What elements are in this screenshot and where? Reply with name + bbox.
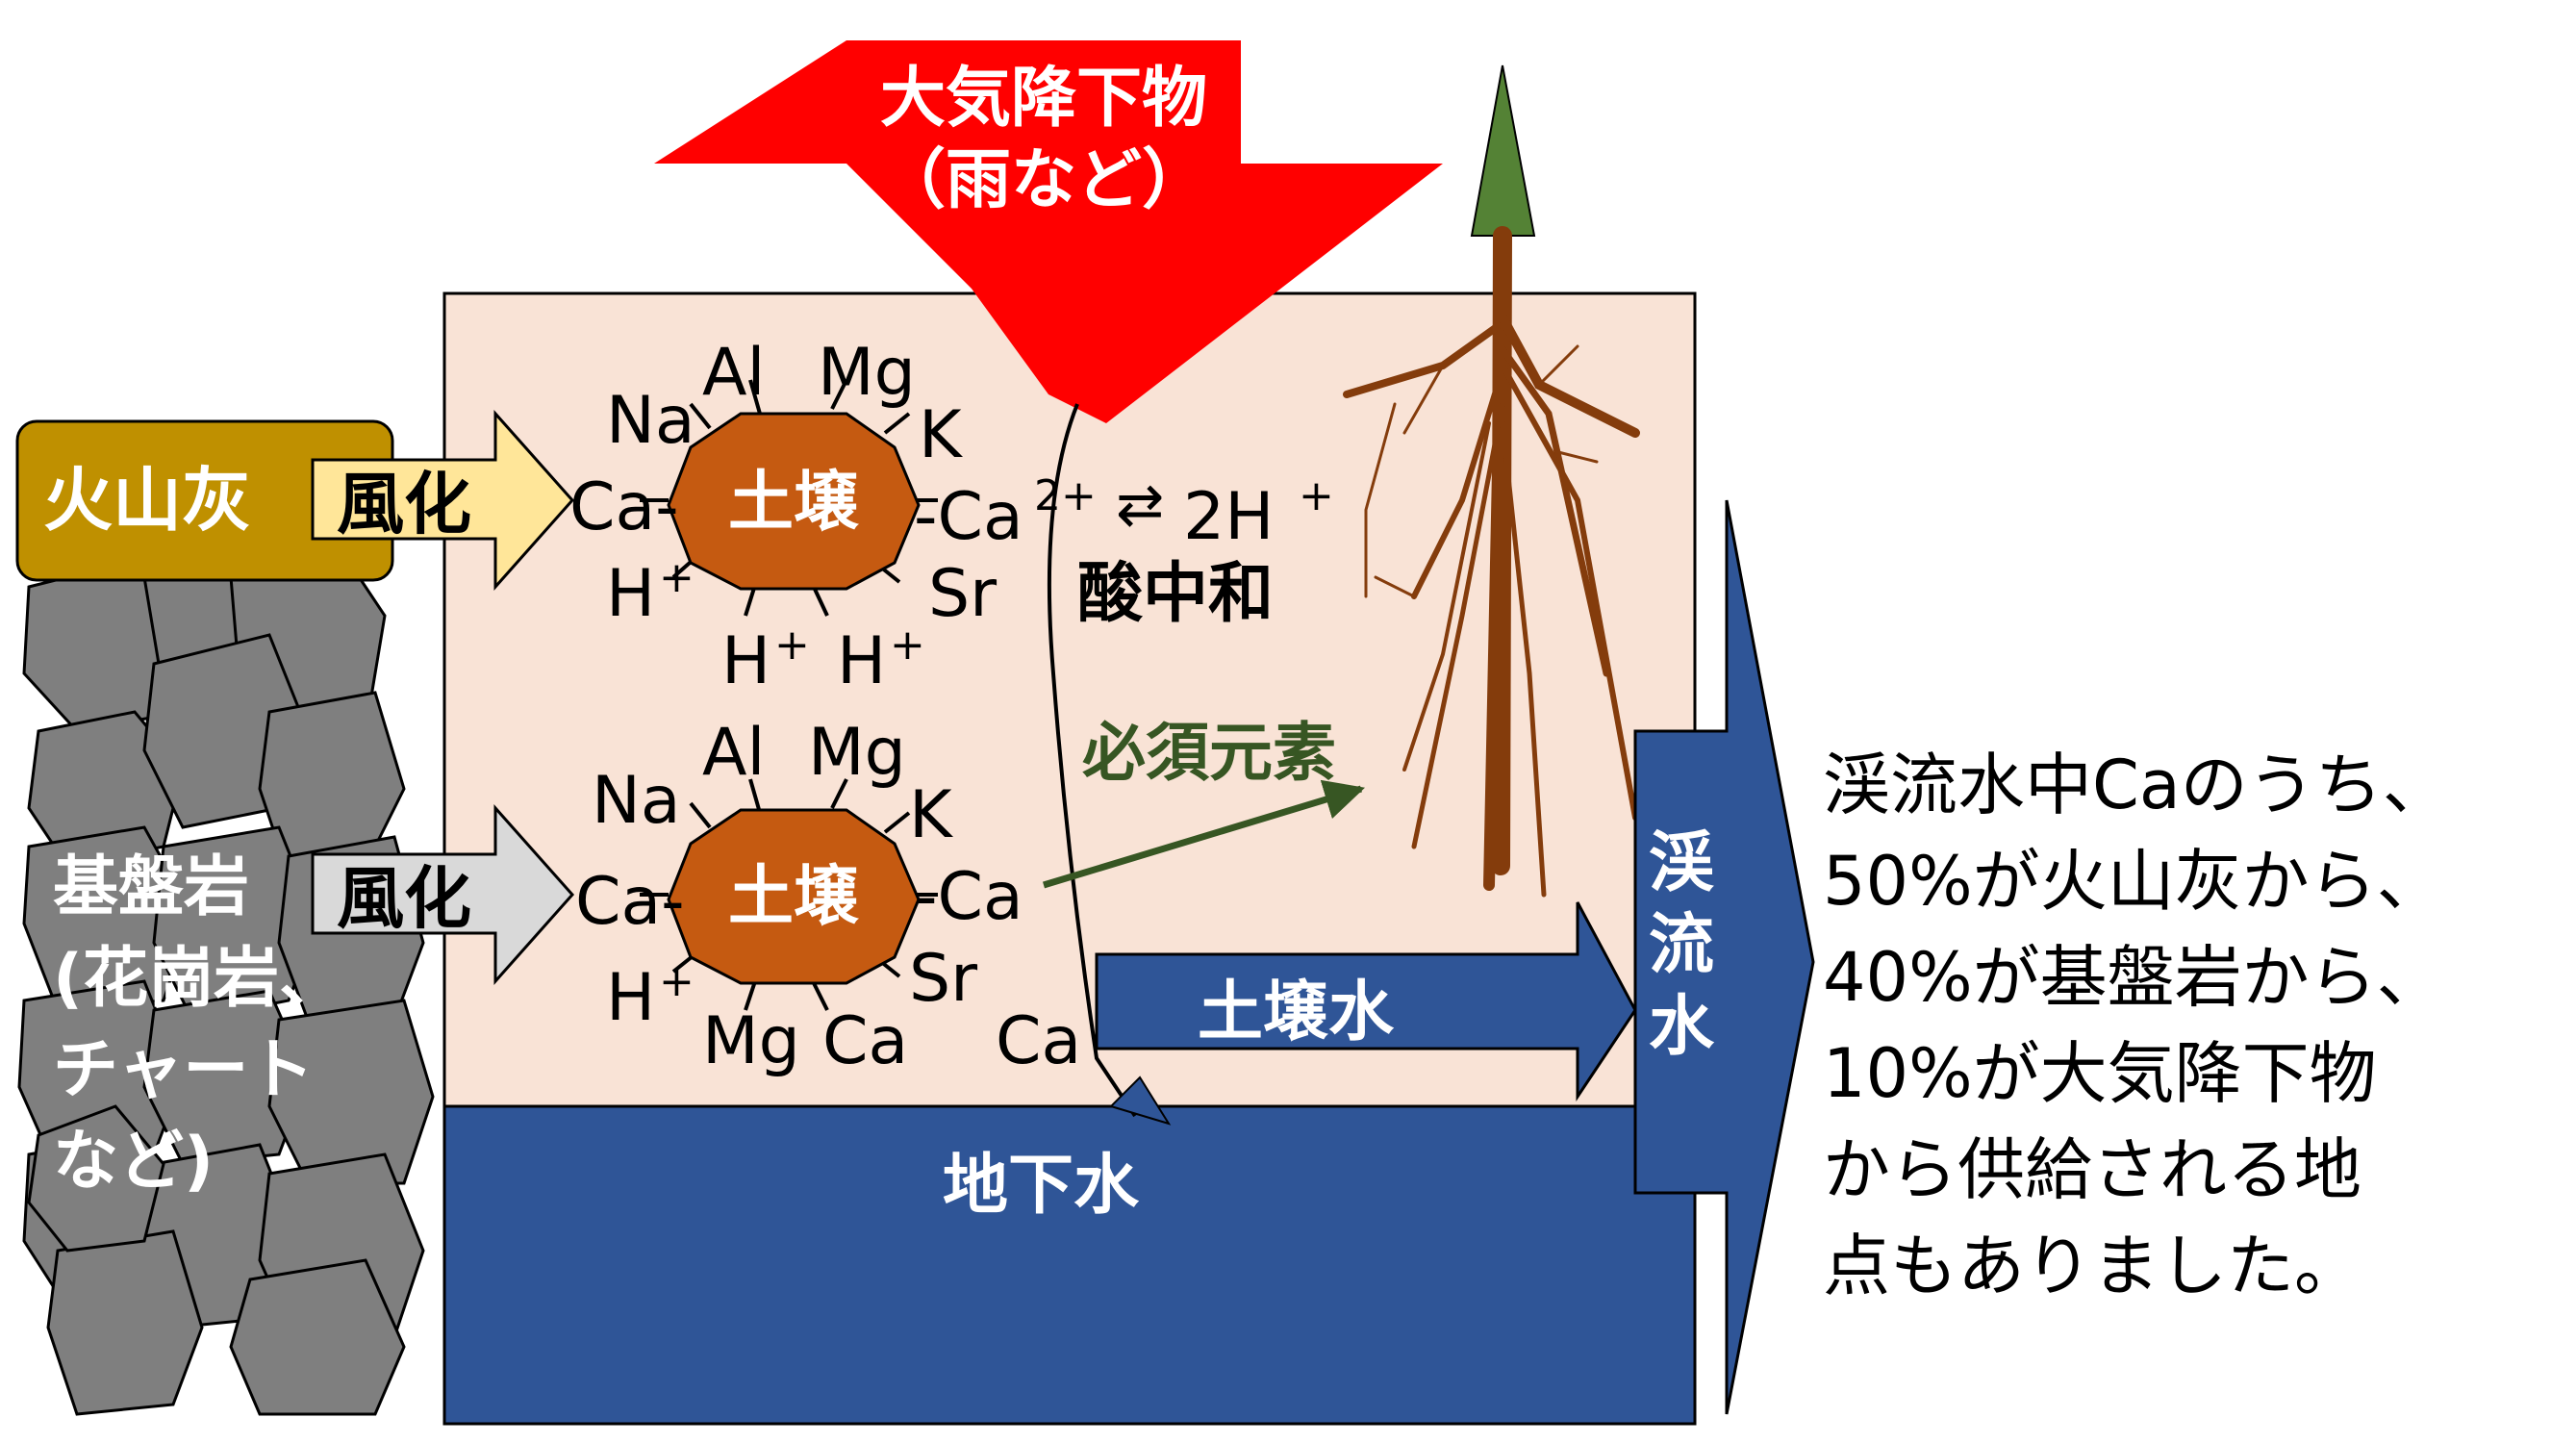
precip-label-2: （雨など） <box>880 142 1207 218</box>
summary-line-2: 50%が火山灰から、 <box>1823 842 2444 921</box>
essential-element-arrow <box>1042 779 1366 889</box>
ash-weathering-label: 風化 <box>337 465 471 544</box>
ion-mg-top: Mg <box>818 335 916 411</box>
soil-particle-top-shape <box>640 379 938 617</box>
ion-h2-top-plus: + <box>774 620 810 670</box>
precip-label-1: 大気降下物 <box>880 61 1207 137</box>
bedrock-label-4: など) <box>53 1124 214 1200</box>
bedrock-stones <box>17 546 435 1416</box>
ion-h2-top: H <box>721 623 770 699</box>
ion-na-top: Na <box>606 383 695 459</box>
summary-line-6: 点もありました。 <box>1823 1227 2361 1305</box>
ion-mg-bottom: Mg <box>808 715 906 791</box>
stream-water-char-2: 流 <box>1649 907 1714 983</box>
volcanic-ash-label: 火山灰 <box>43 460 251 541</box>
ash-weathering-arrow <box>311 410 575 591</box>
soil-particle-bottom-shape <box>640 778 938 1011</box>
bedrock-weathering-arrow <box>311 804 575 985</box>
soil-water-label: 土壌水 <box>1198 975 1395 1051</box>
ion-h1-top-plus: + <box>659 553 695 602</box>
ion-ca-left-bottom: Ca- <box>575 864 685 940</box>
ion-h-bottom-plus: + <box>659 957 695 1006</box>
essential-elements-label: 必須元素 <box>1082 716 1336 790</box>
bedrock-label-2: (花崗岩、 <box>53 941 344 1017</box>
soil-bottom-label: 土壌 <box>728 859 860 935</box>
ion-sr-bottom: Sr <box>909 941 977 1017</box>
summary-line-1: 渓流水中Caのうち、 <box>1823 746 2450 824</box>
ion-h3-top-plus: + <box>890 620 925 670</box>
stream-water-char-1: 渓 <box>1649 825 1714 901</box>
summary-text: 渓流水中Caのうち、 50%が火山灰から、 40%が基盤岩から、 10%が大気降… <box>1823 746 2450 1305</box>
ion-ca3-bottom: Ca <box>996 1003 1081 1079</box>
ion-h-bottom: H <box>606 960 655 1036</box>
bedrock-label-1: 基盤岩 <box>53 849 249 925</box>
groundwater-label: 地下水 <box>943 1148 1140 1224</box>
ion-al-bottom: Al <box>702 715 765 791</box>
precipitation-arrow <box>654 40 1443 423</box>
ion-ca-left-top: Ca- <box>569 469 679 545</box>
soil-top-label: 土壌 <box>728 465 860 541</box>
ion-ca-charge: 2+ <box>1034 471 1097 520</box>
ion-mg2-bottom: Mg <box>702 1003 800 1079</box>
exchange-ion: 2H <box>1183 479 1274 555</box>
ion-sr-top: Sr <box>928 556 997 632</box>
bedrock-weathering-label: 風化 <box>337 859 471 938</box>
tree-roots <box>1343 226 1640 898</box>
groundwater-box <box>442 1104 1697 1426</box>
flow-arrowhead <box>1109 1076 1172 1126</box>
exchange-ion-plus: + <box>1299 471 1334 520</box>
ion-al-top: Al <box>702 335 765 411</box>
soil-water-arrow <box>1095 901 1637 1101</box>
ion-k-top: K <box>919 397 964 473</box>
stream-water-char-3: 水 <box>1649 989 1715 1065</box>
exchange-arrows-icon: ⇄ <box>1116 471 1164 539</box>
ion-ca2-bottom: Ca <box>822 1003 908 1079</box>
tree-crown <box>1470 64 1536 237</box>
ion-k-bottom: K <box>909 777 954 853</box>
ion-h1-top: H <box>606 556 655 632</box>
bedrock-label-3: チャート <box>53 1032 314 1108</box>
precip-flow-line <box>1047 403 1137 1118</box>
ion-ca-right-bottom: -Ca <box>914 859 1023 935</box>
summary-line-3: 40%が基盤岩から、 <box>1823 938 2444 1017</box>
ion-h3-top: H <box>837 623 886 699</box>
summary-line-5: から供給される地 <box>1823 1130 2361 1209</box>
ion-na-bottom: Na <box>592 763 681 839</box>
stream-water-arrow <box>1633 499 1815 1415</box>
summary-line-4: 10%が大気降下物 <box>1823 1034 2377 1113</box>
acid-neutralization-label: 酸中和 <box>1077 556 1274 632</box>
ion-ca-right-top: -Ca <box>914 479 1023 555</box>
